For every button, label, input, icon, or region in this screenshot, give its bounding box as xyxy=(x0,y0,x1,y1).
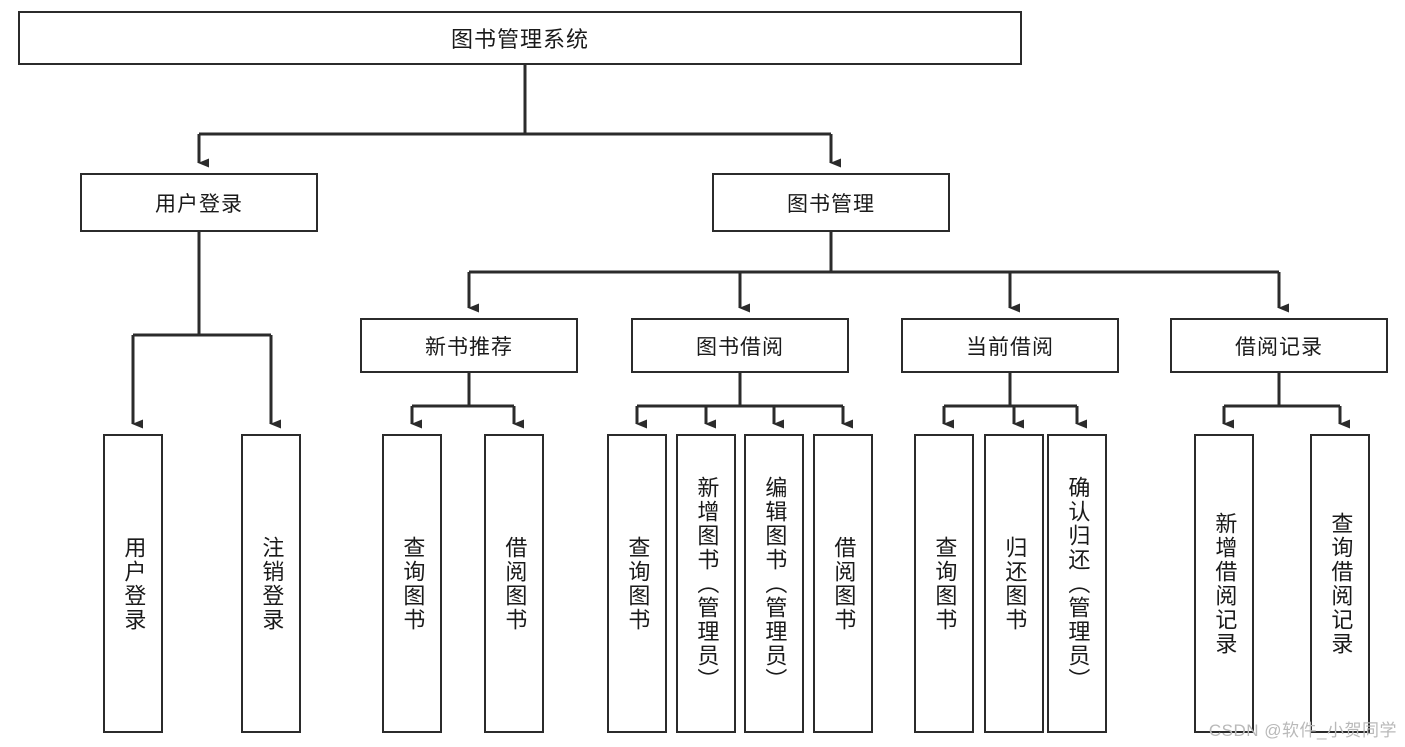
node-current-borrow[interactable]: 当前借阅 xyxy=(901,318,1119,373)
node-label: 借阅图书 xyxy=(831,535,857,632)
node-label: 用户登录 xyxy=(121,535,147,632)
node-label: 查询图书 xyxy=(625,535,651,632)
node-leaf-add-book-admin[interactable]: 新增图书（管理员） xyxy=(676,434,736,733)
node-label: 新增借阅记录 xyxy=(1212,511,1238,656)
node-leaf-user-login[interactable]: 用户登录 xyxy=(103,434,163,733)
node-leaf-edit-book-admin[interactable]: 编辑图书（管理员） xyxy=(744,434,804,733)
node-label: 用户登录 xyxy=(155,192,243,216)
node-book-management[interactable]: 图书管理 xyxy=(712,173,950,232)
node-label: 编辑图书（管理员） xyxy=(762,475,788,692)
node-leaf-query-book-recommend[interactable]: 查询图书 xyxy=(382,434,442,733)
node-label: 借阅图书 xyxy=(502,535,528,632)
node-leaf-logout-login[interactable]: 注销登录 xyxy=(241,434,301,733)
node-label: 查询借阅记录 xyxy=(1328,511,1354,656)
node-label: 新增图书（管理员） xyxy=(694,475,720,692)
node-leaf-query-book-borrow[interactable]: 查询图书 xyxy=(607,434,667,733)
node-label: 当前借阅 xyxy=(966,335,1054,359)
node-label: 确认归还（管理员） xyxy=(1065,475,1091,692)
node-label: 图书管理 xyxy=(787,192,875,216)
node-label: 查询图书 xyxy=(400,535,426,632)
node-label: 图书管理系统 xyxy=(450,27,589,52)
node-user-login[interactable]: 用户登录 xyxy=(80,173,318,232)
node-label: 注销登录 xyxy=(259,535,285,632)
node-book-borrow[interactable]: 图书借阅 xyxy=(631,318,849,373)
node-label: 归还图书 xyxy=(1002,535,1028,632)
node-label: 查询图书 xyxy=(932,535,958,632)
node-new-book-recommend[interactable]: 新书推荐 xyxy=(360,318,578,373)
node-leaf-query-borrow-record[interactable]: 查询借阅记录 xyxy=(1310,434,1370,733)
node-leaf-confirm-return-admin[interactable]: 确认归还（管理员） xyxy=(1047,434,1107,733)
node-leaf-borrow-book-recommend[interactable]: 借阅图书 xyxy=(484,434,544,733)
node-leaf-return-book[interactable]: 归还图书 xyxy=(984,434,1044,733)
node-leaf-add-borrow-record[interactable]: 新增借阅记录 xyxy=(1194,434,1254,733)
node-root-book-management-system[interactable]: 图书管理系统 xyxy=(18,11,1022,65)
node-label: 图书借阅 xyxy=(696,335,784,359)
node-label: 借阅记录 xyxy=(1235,335,1323,359)
node-leaf-borrow-book[interactable]: 借阅图书 xyxy=(813,434,873,733)
node-borrow-record[interactable]: 借阅记录 xyxy=(1170,318,1388,373)
node-label: 新书推荐 xyxy=(425,335,513,359)
node-leaf-query-book-current[interactable]: 查询图书 xyxy=(914,434,974,733)
